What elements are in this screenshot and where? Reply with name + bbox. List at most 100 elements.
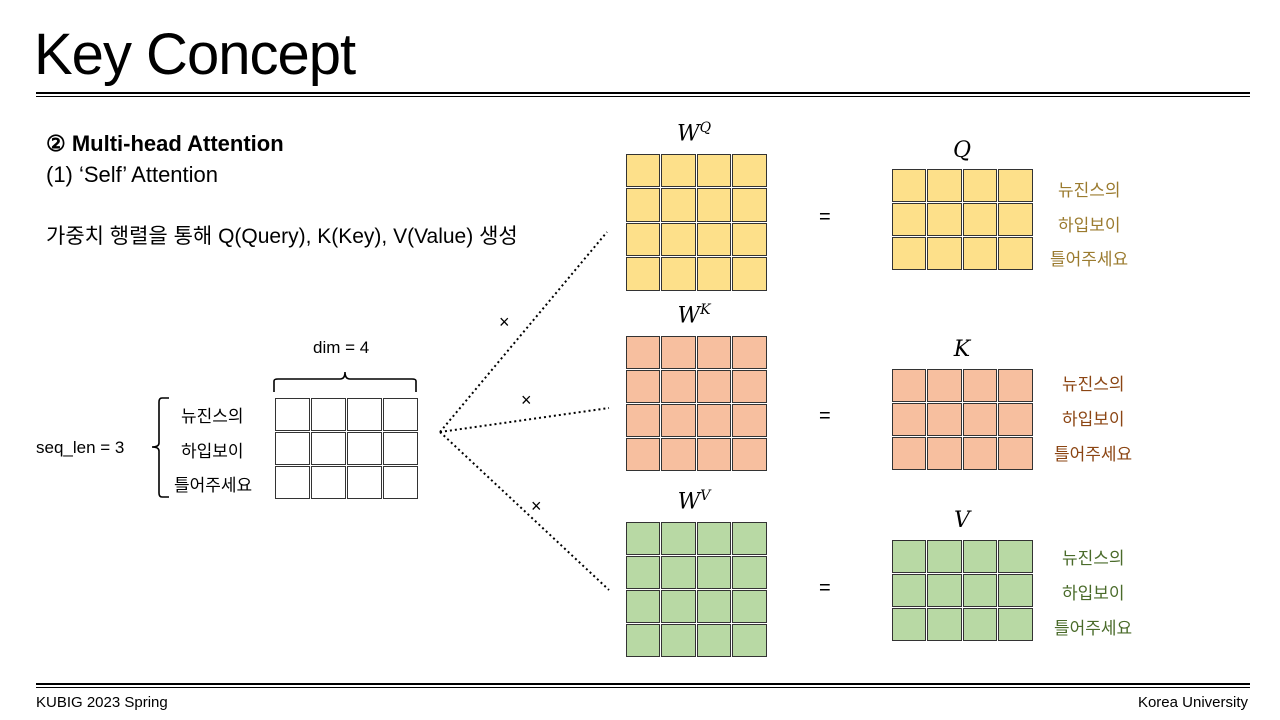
k-label: K [953,337,971,362]
matrix-cell [696,623,731,657]
matrix-cell [962,402,997,436]
matrix-cell [661,521,696,555]
dim-brace [273,371,417,392]
matrix-cell [998,202,1033,236]
times-sign-v: × [531,496,542,516]
matrix-cell [998,436,1033,470]
matrix-cell [696,589,731,623]
matrix-cell [625,222,660,256]
matrix-cell [696,222,731,256]
connector-wk [439,407,610,433]
matrix-cell [274,431,310,465]
v-token-2: 하입보이 [1062,584,1125,604]
matrix-cell [732,188,767,222]
equals-sign-v: = [819,577,831,599]
matrix-cell [891,368,926,402]
k-token-2: 하입보이 [1062,410,1125,430]
matrix-cell [998,368,1033,402]
connector-wq [439,231,608,433]
input-token-1: 뉴진스의 [181,407,244,427]
section-heading: ② Multi-head Attention [46,131,284,156]
dim-label: dim = 4 [313,338,370,357]
matrix-cell [696,403,731,437]
v-matrix [891,539,1033,641]
matrix-cell [696,521,731,555]
matrix-cell [732,222,767,256]
matrix-cell [891,573,926,607]
matrix-cell [625,403,660,437]
matrix-cell [625,369,660,403]
footer-divider-top [36,683,1250,685]
matrix-cell [661,153,696,187]
matrix-cell [625,555,660,589]
matrix-cell [696,335,731,369]
matrix-cell [927,436,962,470]
matrix-cell [661,555,696,589]
seq-brace [151,397,169,498]
matrix-cell [927,573,962,607]
matrix-cell [927,607,962,641]
input-matrix [274,397,418,499]
matrix-cell [891,236,926,270]
matrix-cell [927,236,962,270]
q-token-3: 틀어주세요 [1050,250,1129,270]
connector-wv [439,431,610,591]
matrix-cell [962,368,997,402]
page-title: Key Concept [34,22,356,87]
matrix-cell [661,623,696,657]
matrix-cell [696,257,731,291]
matrix-cell [625,589,660,623]
matrix-cell [732,437,767,471]
matrix-cell [274,397,310,431]
wv-matrix [625,521,767,657]
matrix-cell [274,465,310,499]
subsection-heading: (1) ‘Self’ Attention [46,162,219,187]
matrix-cell [346,431,382,465]
matrix-cell [696,437,731,471]
footer-right: Korea University [1137,694,1248,711]
matrix-cell [661,222,696,256]
matrix-cell [998,573,1033,607]
matrix-cell [891,607,926,641]
times-sign-k: × [521,390,532,410]
matrix-cell [891,168,926,202]
matrix-cell [927,202,962,236]
matrix-cell [732,153,767,187]
matrix-cell [625,623,660,657]
matrix-cell [346,465,382,499]
matrix-cell [927,168,962,202]
matrix-cell [625,437,660,471]
title-divider-top [36,92,1250,94]
matrix-cell [661,437,696,471]
q-token-1: 뉴진스의 [1058,181,1121,201]
matrix-cell [661,589,696,623]
matrix-cell [661,188,696,222]
wk-matrix [625,335,767,471]
footer-divider-bottom [36,687,1250,688]
matrix-cell [310,465,346,499]
matrix-cell [962,436,997,470]
matrix-cell [382,431,418,465]
matrix-cell [732,555,767,589]
matrix-cell [696,188,731,222]
k-token-3: 틀어주세요 [1054,445,1133,465]
matrix-cell [732,335,767,369]
matrix-cell [891,436,926,470]
matrix-cell [962,168,997,202]
matrix-cell [732,589,767,623]
wq-matrix [625,153,767,291]
input-token-3: 틀어주세요 [174,476,253,496]
matrix-cell [962,202,997,236]
matrix-cell [382,397,418,431]
matrix-cell [661,369,696,403]
matrix-cell [696,369,731,403]
matrix-cell [625,521,660,555]
matrix-cell [661,335,696,369]
q-matrix [891,168,1033,270]
footer-left: KUBIG 2023 Spring [36,694,168,711]
matrix-cell [732,257,767,291]
v-token-3: 틀어주세요 [1054,619,1133,639]
matrix-cell [625,257,660,291]
matrix-cell [661,403,696,437]
matrix-cell [732,403,767,437]
